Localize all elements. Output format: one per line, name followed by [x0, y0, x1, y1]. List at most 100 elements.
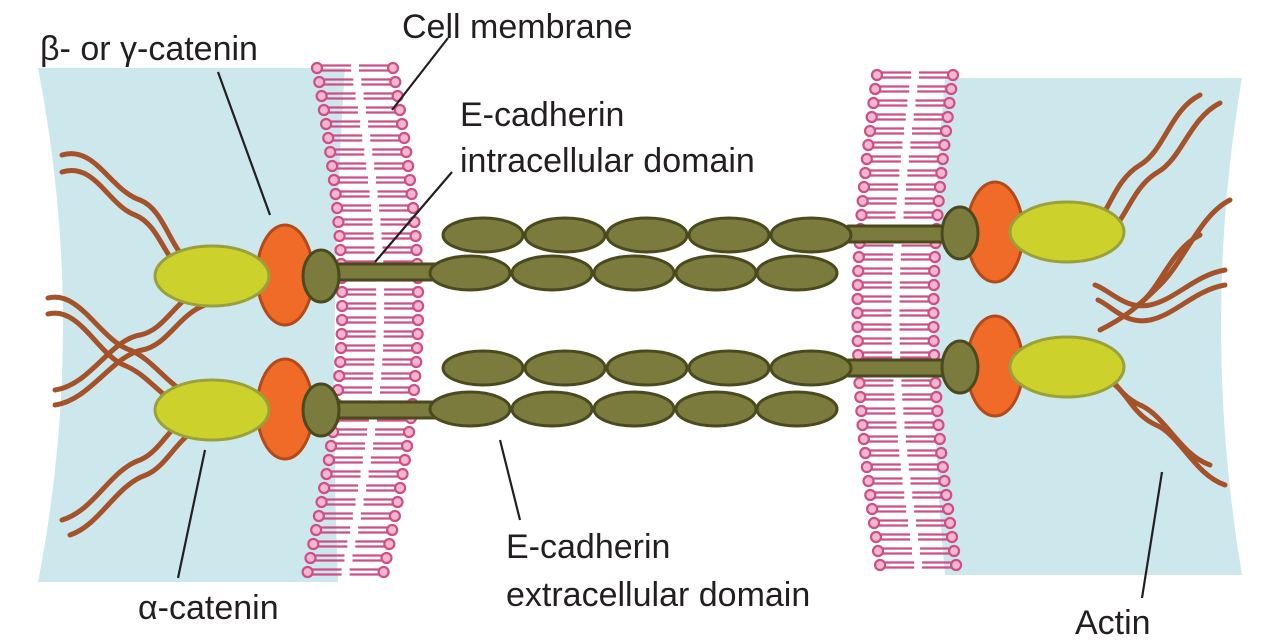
phospholipid-head	[936, 460, 949, 474]
phospholipid-head	[932, 418, 945, 432]
phospholipid-head	[929, 376, 942, 390]
phospholipid-head	[403, 173, 417, 187]
phospholipid-head	[410, 243, 423, 257]
intracellular-domain-right-bottom	[940, 339, 980, 395]
phospholipid-head	[335, 327, 348, 341]
phospholipid-head	[377, 565, 390, 579]
phospholipid-head	[860, 152, 873, 166]
phospholipid-head	[409, 229, 422, 243]
phospholipid-head	[927, 320, 940, 334]
phospholipid-head	[407, 383, 421, 397]
alpha-catenin-right-top	[1008, 200, 1126, 264]
phospholipid-head	[855, 208, 868, 222]
phospholipid-head	[928, 250, 941, 264]
phospholipid-head	[411, 327, 424, 341]
phospholipid-head	[867, 516, 881, 530]
phospholipid-head	[405, 187, 418, 201]
phospholipid-head	[852, 250, 865, 264]
phospholipid-head	[322, 453, 335, 467]
phospholipid-head	[410, 355, 423, 369]
phospholipid-head	[860, 460, 873, 474]
phospholipid-head	[942, 502, 955, 516]
phospholipid-head	[947, 544, 961, 558]
phospholipid-head	[945, 82, 958, 96]
phospholipid-head	[949, 558, 963, 572]
phospholipid-head	[936, 152, 949, 166]
phospholipid-head	[855, 404, 868, 418]
phospholipid-head	[327, 173, 341, 187]
phospholipid-head	[312, 509, 325, 523]
phospholipid-head	[943, 96, 956, 110]
alpha-catenin-right-bottom	[1008, 335, 1126, 399]
leader-lines	[176, 37, 1164, 599]
phospholipid-head	[853, 376, 866, 390]
phospholipid-head	[939, 124, 953, 138]
phospholipid-head	[927, 292, 940, 306]
phospholipid-head	[862, 474, 875, 488]
phospholipid-head	[933, 432, 946, 446]
phospholipid-head	[326, 159, 339, 173]
phospholipid-head	[857, 432, 870, 446]
phospholipid-head	[400, 439, 414, 453]
phospholipid-head	[310, 523, 323, 537]
phospholipid-head	[851, 334, 864, 348]
phospholipid-head	[320, 467, 333, 481]
phospholipid-head	[393, 103, 406, 117]
phospholipid-head	[411, 285, 425, 299]
label-actin: Actin	[1075, 604, 1151, 642]
phospholipid-head	[402, 159, 415, 173]
phospholipid-head	[935, 166, 948, 180]
phospholipid-head	[871, 544, 885, 558]
phospholipid-head	[394, 481, 407, 495]
phospholipid-head	[409, 369, 422, 383]
phospholipid-head	[927, 278, 940, 292]
phospholipid-head	[852, 264, 865, 278]
phospholipid-head	[851, 306, 864, 320]
phospholipid-head	[313, 75, 326, 89]
phospholipid-head	[398, 131, 411, 145]
phospholipid-head	[389, 75, 402, 89]
phospholipid-head	[335, 313, 349, 327]
leader-beta-catenin	[216, 71, 272, 216]
phospholipid-head	[865, 110, 878, 124]
phospholipid-head	[383, 537, 396, 551]
phospholipid-head	[927, 334, 940, 348]
left-catenin-complex-bottom	[153, 357, 341, 461]
phospholipid-head	[388, 509, 401, 523]
phospholipid-head	[329, 187, 342, 201]
right-actin-filaments	[1092, 92, 1233, 488]
phospholipid-head	[402, 425, 416, 439]
phospholipid-head	[938, 138, 951, 152]
phospholipid-head	[862, 138, 875, 152]
phospholipid-head	[932, 194, 945, 208]
alpha-catenin-left-bottom	[153, 378, 271, 442]
phospholipid-head	[333, 229, 346, 243]
phospholipid-head	[867, 96, 880, 110]
phospholipid-head	[866, 502, 879, 516]
phospholipid-head	[941, 110, 954, 124]
phospholipid-head	[324, 145, 337, 159]
leader-cell-membrane	[391, 37, 449, 111]
phospholipid-head	[319, 117, 333, 131]
phospholipid-head	[395, 117, 409, 131]
phospholipid-head	[310, 61, 324, 75]
phospholipid-head	[945, 530, 959, 544]
phospholipid-head	[864, 488, 877, 502]
phospholipid-head	[301, 565, 314, 579]
leader-actin	[1140, 471, 1164, 599]
left-cell-cytoplasm	[38, 68, 345, 582]
phospholipid-head	[386, 61, 400, 75]
phospholipid-head	[324, 439, 338, 453]
label-cell-membrane: Cell membrane	[402, 8, 633, 46]
phospholipid-head	[946, 68, 960, 82]
cadherin-rods	[323, 224, 962, 420]
label-intracellular-line1: E-cadherin	[460, 96, 624, 134]
phospholipid-head	[928, 264, 941, 278]
phospholipid-head	[854, 390, 867, 404]
label-intracellular-line2: intracellular domain	[460, 142, 755, 180]
phospholipid-head	[851, 278, 864, 292]
phospholipid-head	[334, 355, 347, 369]
phospholipid-head	[931, 404, 944, 418]
phospholipid-head	[930, 390, 943, 404]
